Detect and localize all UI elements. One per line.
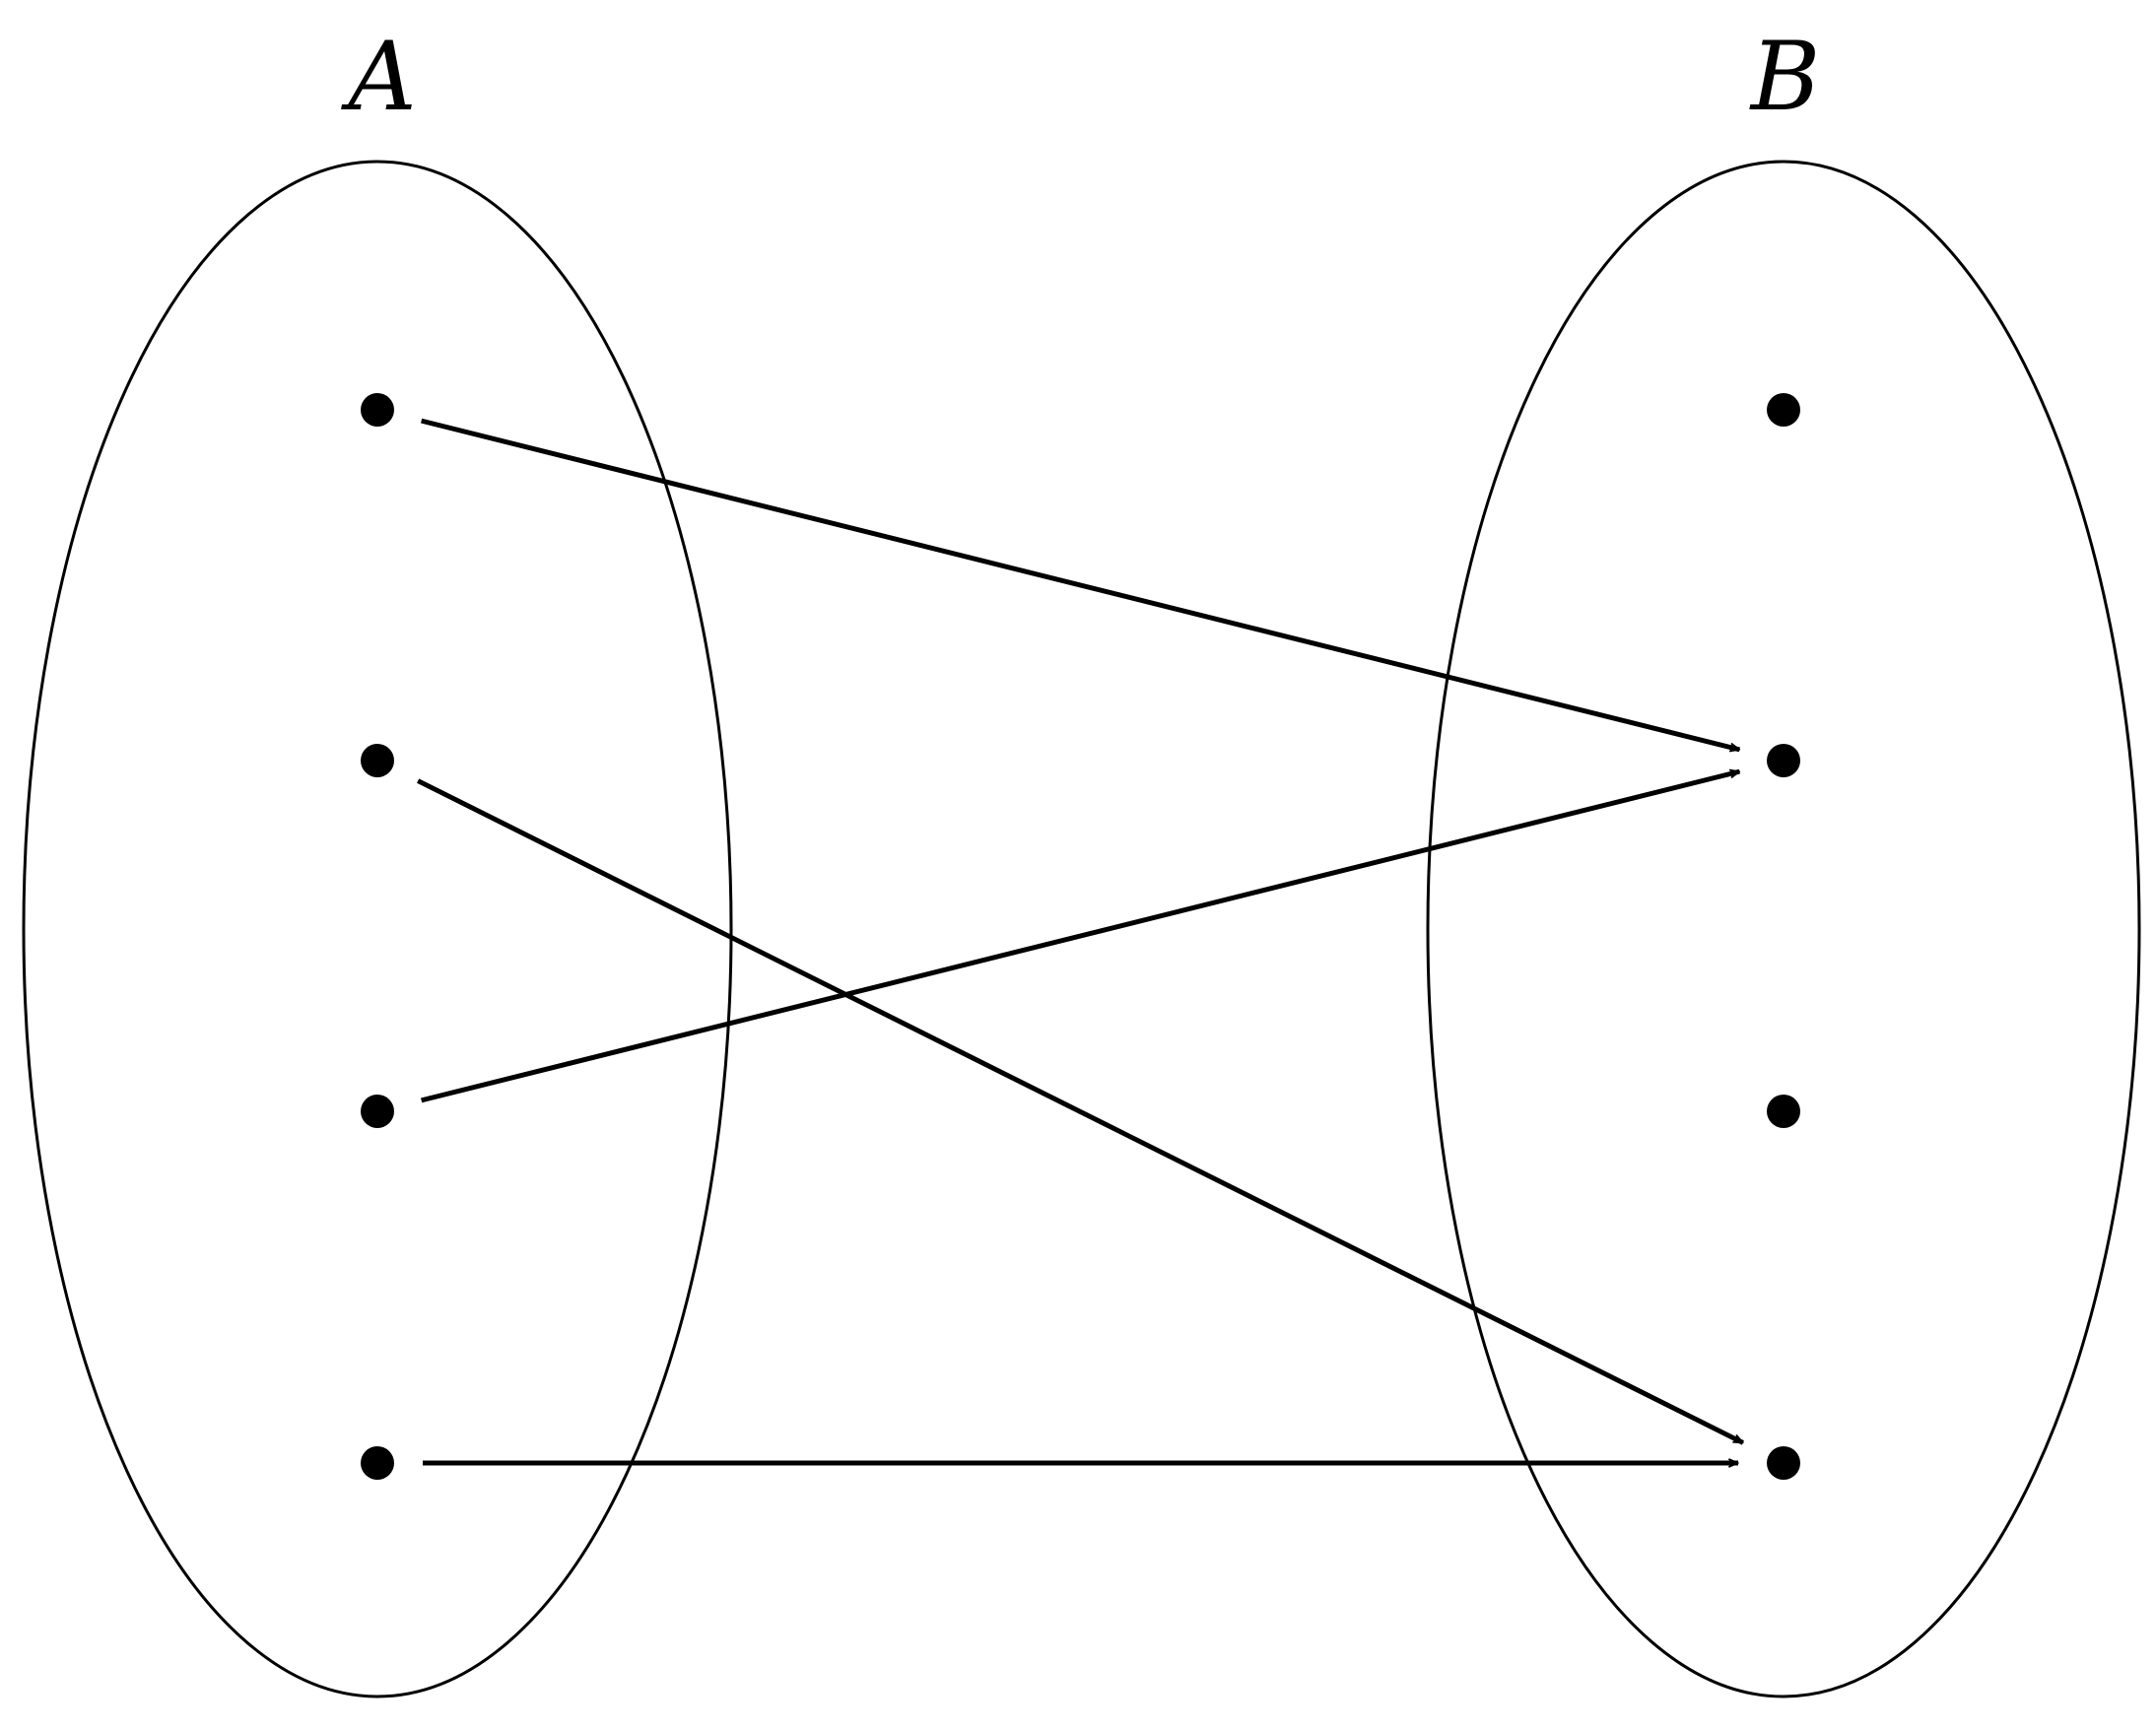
element-point-b3	[1767, 1095, 1800, 1128]
mapping-arrows	[417, 418, 1744, 1468]
arrow-a3-to-b2	[421, 768, 1741, 1103]
set-a-oval	[22, 160, 733, 1698]
arrow-a1-to-b2	[421, 418, 1741, 753]
element-point-a3	[361, 1095, 394, 1128]
element-point-a1	[361, 393, 394, 427]
element-point-b2	[1767, 744, 1800, 777]
element-point-a2	[361, 744, 394, 777]
set-b-oval	[1426, 160, 2141, 1698]
arrow-a2-to-b4	[417, 778, 1744, 1445]
element-point-b1	[1767, 393, 1800, 427]
element-point-b4	[1767, 1446, 1800, 1480]
element-point-a4	[361, 1446, 394, 1480]
set-b-label: B	[1750, 22, 1821, 132]
set-elements	[361, 393, 1800, 1480]
set-a-label: A	[348, 22, 417, 132]
